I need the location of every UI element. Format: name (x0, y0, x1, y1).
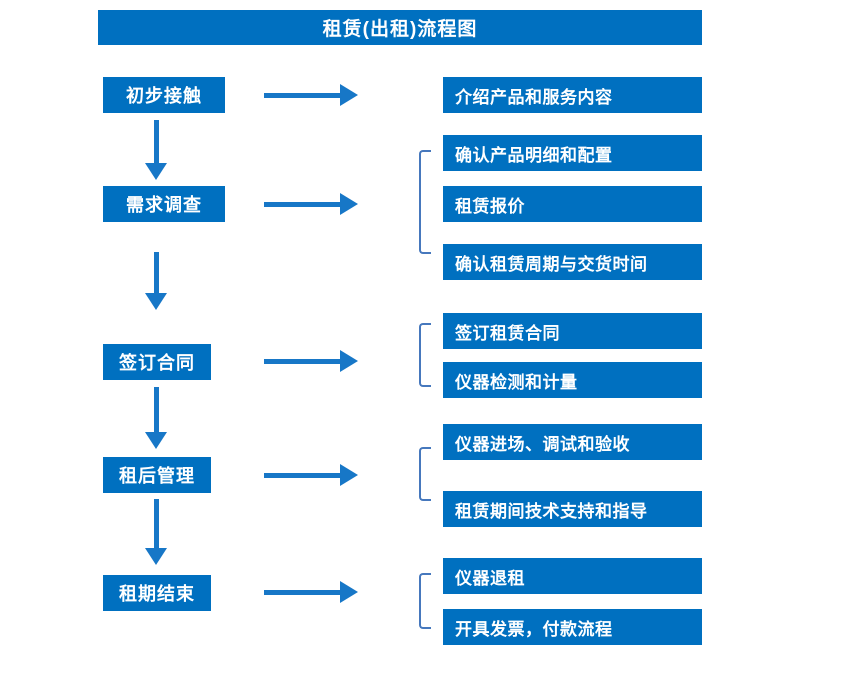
down-arrow (145, 252, 167, 310)
output-box: 确认产品明细和配置 (443, 135, 702, 171)
group-bracket (419, 150, 431, 254)
down-arrow (145, 387, 167, 449)
right-arrow (264, 84, 358, 106)
right-arrow (264, 193, 358, 215)
output-box: 租赁期间技术支持和指导 (443, 491, 702, 527)
step-box-sign-contract: 签订合同 (103, 344, 211, 380)
step-box-rental-end: 租期结束 (103, 575, 211, 611)
step-box-needs-survey: 需求调查 (103, 186, 225, 222)
right-arrow (264, 464, 358, 486)
flowchart-title: 租赁(出租)流程图 (98, 10, 702, 45)
down-arrow (145, 120, 167, 180)
output-box: 开具发票，付款流程 (443, 609, 702, 645)
output-box: 仪器检测和计量 (443, 362, 702, 398)
output-box: 仪器进场、调试和验收 (443, 424, 702, 460)
down-arrow (145, 499, 167, 565)
group-bracket (419, 573, 431, 629)
output-box: 签订租赁合同 (443, 313, 702, 349)
output-box: 介绍产品和服务内容 (443, 77, 702, 113)
output-box: 仪器退租 (443, 558, 702, 594)
output-box: 确认租赁周期与交货时间 (443, 244, 702, 280)
right-arrow (264, 581, 358, 603)
right-arrow (264, 350, 358, 372)
step-box-post-rental-management: 租后管理 (103, 457, 211, 493)
step-box-initial-contact: 初步接触 (103, 77, 225, 113)
group-bracket (419, 323, 431, 387)
group-bracket (419, 447, 431, 501)
output-box: 租赁报价 (443, 186, 702, 222)
